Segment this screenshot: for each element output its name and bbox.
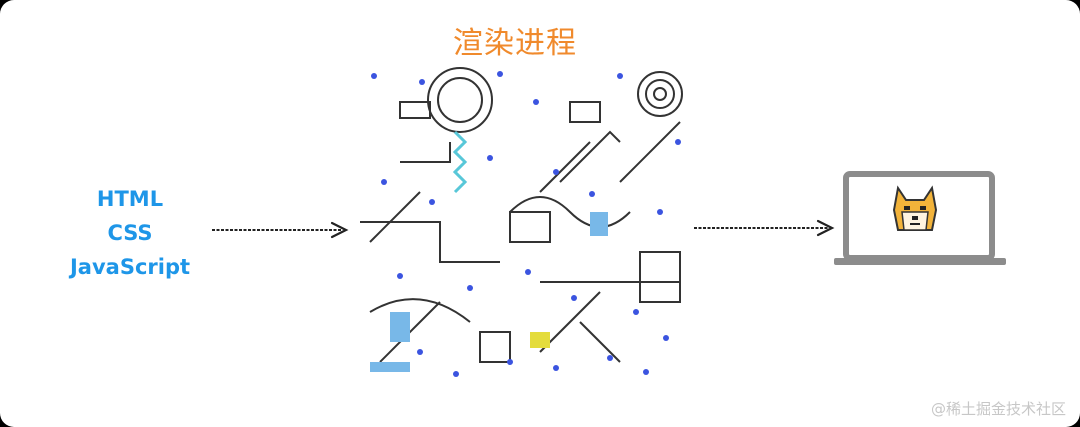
renderer-process-title: 渲染进程 xyxy=(453,26,577,61)
input-list: HTML CSS JavaScript xyxy=(40,182,220,284)
input-arrow xyxy=(212,221,349,239)
laptop-with-doge-icon xyxy=(834,171,1006,265)
machine-illustration xyxy=(360,62,684,380)
output-arrow xyxy=(694,219,835,237)
input-css-label: CSS xyxy=(107,221,153,245)
input-html-label: HTML xyxy=(96,187,164,211)
input-javascript-label: JavaScript xyxy=(69,255,191,279)
watermark: @稀土掘金技术社区 xyxy=(930,400,1066,418)
